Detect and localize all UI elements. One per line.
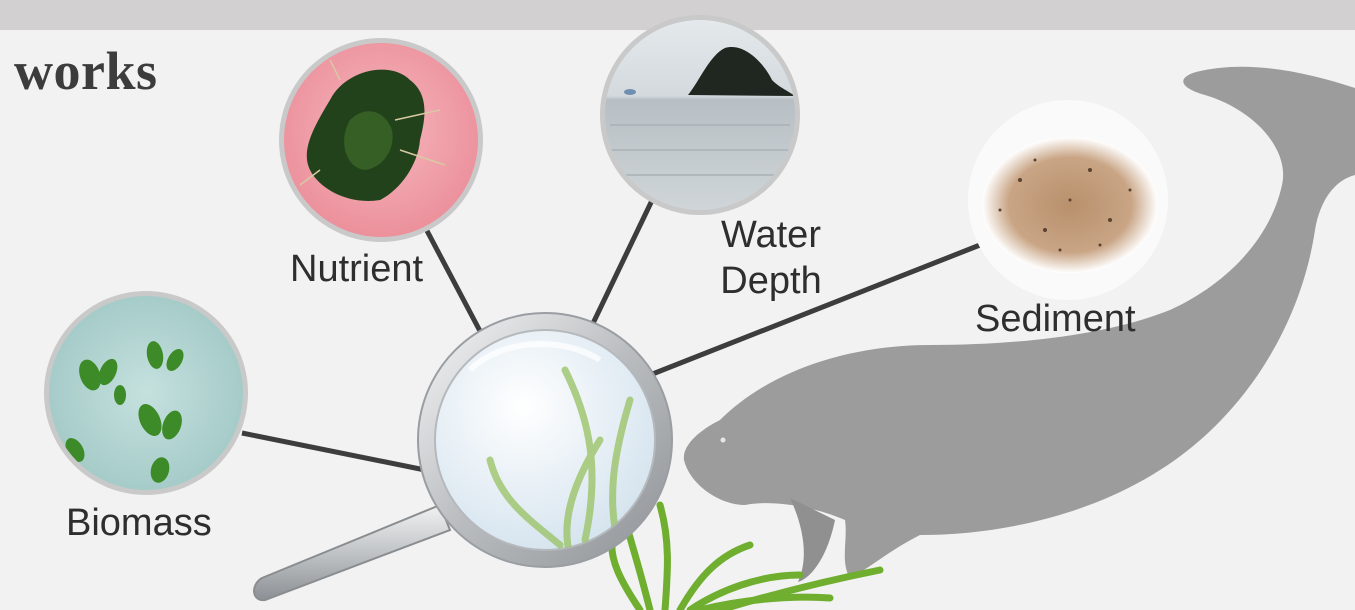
biomass-label: Biomass bbox=[66, 500, 212, 546]
biomass-photo bbox=[44, 291, 248, 495]
nutrient-label: Nutrient bbox=[290, 246, 423, 292]
water-depth-photo bbox=[600, 15, 800, 215]
water-depth-label: Water Depth bbox=[706, 212, 836, 304]
dugong-eye bbox=[721, 438, 726, 443]
magnifier-icon bbox=[254, 313, 672, 600]
seagrass-icon bbox=[612, 505, 880, 610]
water-depth-label-line2: Depth bbox=[706, 258, 836, 304]
water-depth-label-line1: Water bbox=[706, 212, 836, 258]
sediment-photo bbox=[968, 100, 1168, 300]
sediment-label: Sediment bbox=[975, 296, 1136, 342]
nutrient-photo bbox=[279, 38, 483, 242]
